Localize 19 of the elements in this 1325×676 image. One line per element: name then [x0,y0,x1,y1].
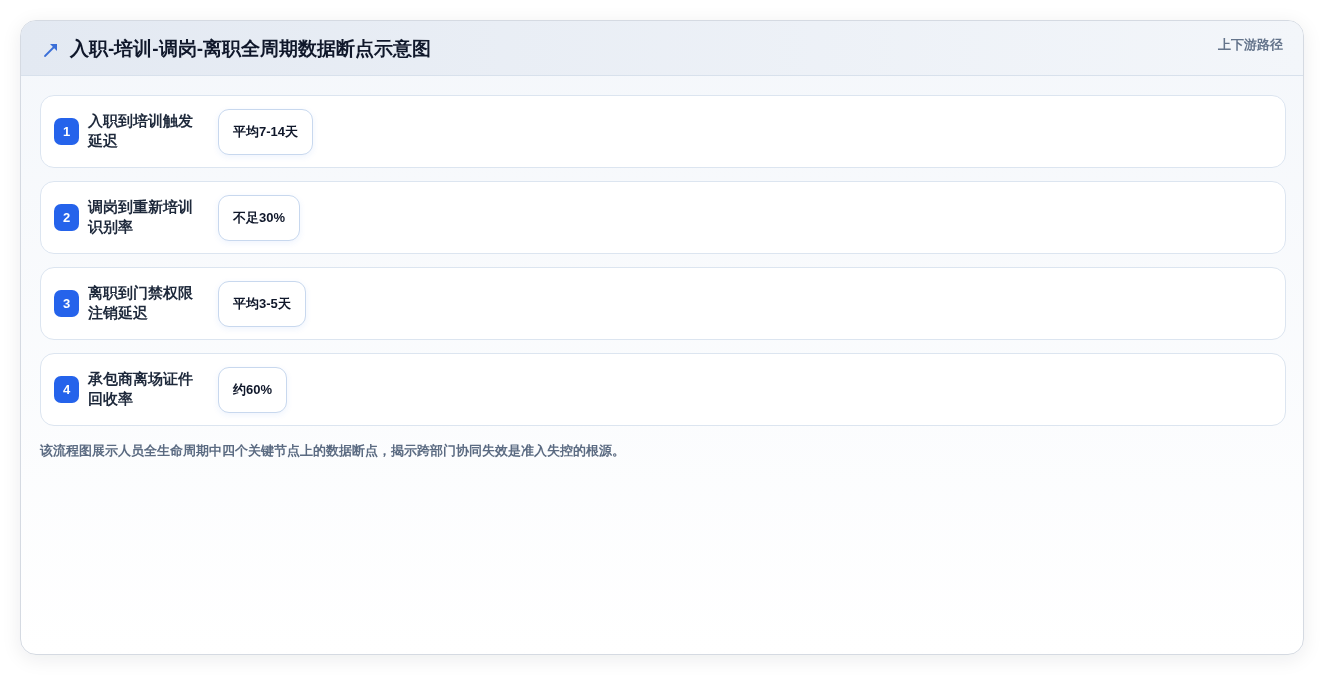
value-pill: 平均7-14天 [218,109,314,155]
step-label: 离职到门禁权限注销延迟 [88,283,194,323]
number-badge: 1 [54,118,79,145]
number-badge: 2 [54,204,79,231]
step-label: 承包商离场证件回收率 [88,369,194,409]
step-label: 入职到培训触发延迟 [88,111,194,151]
step-label: 调岗到重新培训识别率 [88,197,194,237]
caption: 该流程图展示人员全生命周期中四个关键节点上的数据断点，揭示跨部门协同失效是准入失控的根源。 [40,442,625,460]
step-row [40,95,1286,168]
number-badge: 3 [54,290,79,317]
title: 入职-培训-调岗-离职全周期数据断点示意图 [70,37,431,61]
value-pill: 不足30% [218,195,301,241]
step-row [40,353,1286,426]
header-note: 上下游路径 [1218,36,1283,54]
step-row [40,181,1286,254]
number-badge: 4 [54,376,79,403]
step-row [40,267,1286,340]
value-pill: 约60% [218,367,288,413]
value-pill: 平均3-5天 [218,281,306,327]
